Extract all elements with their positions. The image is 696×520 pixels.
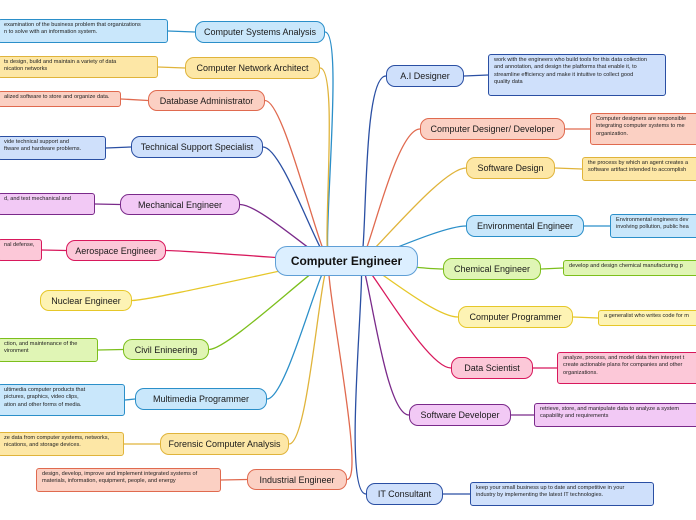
branch-industrial-engineer (328, 260, 353, 481)
topic-a-i-designer[interactable]: A.I Designer (386, 65, 464, 87)
topic-environmental-engineer[interactable]: Environmental Engineer (466, 215, 584, 237)
central-topic[interactable]: Computer Engineer (275, 246, 418, 276)
branch-it-consultant (354, 260, 367, 495)
note-software-design: the process by which an agent creates a … (582, 157, 696, 181)
topic-industrial-engineer[interactable]: Industrial Engineer (247, 469, 347, 490)
topic-civil-enineering[interactable]: Civil Enineering (123, 339, 209, 360)
topic-mechanical-engineer[interactable]: Mechanical Engineer (120, 194, 240, 215)
note-database-administrator: alized software to store and organize da… (0, 91, 121, 107)
note-computer-network-architect: ts design, build and maintain a variety … (0, 56, 158, 78)
topic-it-consultant[interactable]: IT Consultant (366, 483, 443, 505)
note-data-scientist: analyze, process, and model data then in… (557, 352, 696, 384)
note-link-computer-network-architect (157, 66, 186, 69)
note-link-technical-support-specialist (105, 146, 132, 149)
note-a-i-designer: work with the engineers who build tools … (488, 54, 666, 96)
topic-computer-systems-analysis[interactable]: Computer Systems Analysis (195, 21, 325, 43)
note-multimedia-programmer: ultimedia computer products that picture… (0, 384, 125, 416)
topic-nuclear-engineer[interactable]: Nuclear Engineer (40, 290, 132, 311)
note-computer-systems-analysis: examination of the business problem that… (0, 19, 168, 43)
note-link-chemical-engineer (540, 267, 564, 270)
note-link-computer-programmer (572, 316, 599, 319)
note-chemical-engineer: develop and design chemical manufacturin… (563, 260, 696, 276)
note-it-consultant: keep your small business up to date and … (470, 482, 654, 506)
branch-multimedia-programmer (266, 260, 331, 400)
note-link-computer-systems-analysis (167, 30, 196, 33)
note-forensic-computer-analysis: ze data from computer systems, networks,… (0, 432, 124, 456)
note-computer-programmer: a generalist who writes code for m (598, 310, 696, 326)
branch-database-administrator (264, 99, 331, 262)
note-industrial-engineer: design, develop, improve and implement i… (36, 468, 221, 492)
topic-multimedia-programmer[interactable]: Multimedia Programmer (135, 388, 267, 410)
note-link-civil-enineering (97, 348, 124, 351)
note-mechanical-engineer: d, and test mechanical and (0, 193, 95, 215)
topic-software-design[interactable]: Software Design (466, 157, 555, 179)
topic-forensic-computer-analysis[interactable]: Forensic Computer Analysis (160, 433, 289, 455)
branch-computer-network-architect (319, 67, 331, 262)
topic-database-administrator[interactable]: Database Administrator (148, 90, 265, 111)
note-environmental-engineer: Environmental engineers dev involving po… (610, 214, 696, 238)
note-aerospace-engineer: nal defense, (0, 239, 42, 261)
branch-a-i-designer (359, 75, 387, 262)
topic-computer-programmer[interactable]: Computer Programmer (458, 306, 573, 328)
note-link-industrial-engineer (220, 478, 248, 481)
note-civil-enineering: ction, and maintenance of the vironment (0, 338, 98, 362)
note-link-aerospace-engineer (41, 249, 67, 252)
topic-computer-designer-developer[interactable]: Computer Designer/ Developer (420, 118, 565, 140)
note-link-software-design (554, 167, 583, 170)
topic-technical-support-specialist[interactable]: Technical Support Specialist (131, 136, 263, 158)
topic-aerospace-engineer[interactable]: Aerospace Engineer (66, 240, 166, 261)
note-link-multimedia-programmer (124, 398, 136, 401)
note-technical-support-specialist: vide technical support and ftware and ha… (0, 136, 106, 160)
note-link-mechanical-engineer (94, 203, 121, 206)
branch-software-developer (359, 260, 410, 416)
topic-data-scientist[interactable]: Data Scientist (451, 357, 533, 379)
note-link-a-i-designer (463, 74, 489, 77)
note-link-database-administrator (120, 98, 149, 102)
topic-software-developer[interactable]: Software Developer (409, 404, 511, 426)
note-computer-designer-developer: Computer designers are responsible integ… (590, 113, 696, 145)
branch-forensic-computer-analysis (288, 260, 331, 445)
topic-computer-network-architect[interactable]: Computer Network Architect (185, 57, 320, 79)
note-software-developer: retrieve, store, and manipulate data to … (534, 403, 696, 427)
topic-chemical-engineer[interactable]: Chemical Engineer (443, 258, 541, 280)
